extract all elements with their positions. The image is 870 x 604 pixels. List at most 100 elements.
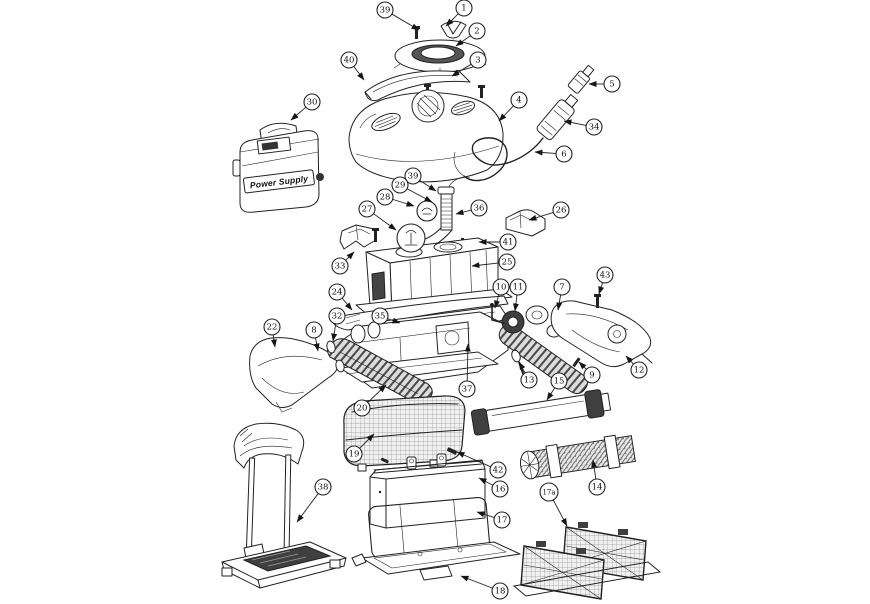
part-caddy bbox=[221, 422, 347, 589]
svg-text:4: 4 bbox=[516, 96, 521, 106]
callout-36: 36 bbox=[455, 199, 488, 217]
callout-28: 28 bbox=[376, 188, 415, 207]
callout-7: 7 bbox=[553, 278, 571, 311]
callout-20: 20 bbox=[353, 384, 387, 417]
part-clip-bracket bbox=[339, 224, 377, 250]
callout-29: 29 bbox=[391, 176, 433, 203]
svg-text:13: 13 bbox=[524, 376, 535, 386]
svg-text:6: 6 bbox=[561, 150, 566, 160]
part-cover-bracket bbox=[505, 209, 546, 237]
svg-text:40: 40 bbox=[344, 56, 355, 66]
screw-pin bbox=[478, 85, 485, 98]
svg-text:10: 10 bbox=[496, 283, 507, 293]
svg-text:39: 39 bbox=[408, 172, 419, 182]
svg-text:43: 43 bbox=[600, 271, 611, 281]
part-bottom-plate bbox=[351, 541, 521, 581]
callout-34: 34 bbox=[563, 118, 603, 136]
svg-text:17: 17 bbox=[497, 516, 508, 526]
svg-text:26: 26 bbox=[556, 206, 567, 216]
part-swivel bbox=[536, 94, 579, 140]
svg-text:12: 12 bbox=[634, 366, 645, 376]
part-top-ring bbox=[393, 39, 487, 73]
svg-text:27: 27 bbox=[362, 205, 373, 215]
callout-13: 13 bbox=[518, 361, 538, 389]
callout-9: 9 bbox=[578, 361, 601, 384]
callout-24: 24 bbox=[328, 283, 353, 311]
callout-39: 39 bbox=[376, 1, 420, 31]
svg-text:41: 41 bbox=[503, 238, 514, 248]
svg-text:3: 3 bbox=[475, 56, 480, 66]
callout-12: 12 bbox=[625, 355, 648, 379]
float-valve-detail bbox=[396, 223, 426, 253]
svg-text:1: 1 bbox=[461, 4, 466, 14]
svg-text:16: 16 bbox=[495, 485, 506, 495]
callout-39: 39 bbox=[404, 167, 437, 192]
part-brush-roller bbox=[519, 434, 636, 480]
part-fine-filter bbox=[512, 522, 662, 600]
callout-17: 17 bbox=[476, 511, 511, 529]
callout-19: 19 bbox=[345, 433, 375, 463]
callout-18: 18 bbox=[460, 575, 509, 600]
svg-text:14: 14 bbox=[592, 483, 603, 493]
svg-text:19: 19 bbox=[349, 450, 360, 460]
hose-clamp-detail bbox=[416, 200, 438, 222]
svg-text:22: 22 bbox=[267, 323, 278, 333]
svg-text:37: 37 bbox=[462, 385, 473, 395]
callout-32: 32 bbox=[328, 307, 346, 342]
svg-text:35: 35 bbox=[375, 312, 386, 322]
part-left-side-plate bbox=[249, 337, 339, 413]
screw-pin bbox=[380, 447, 458, 464]
svg-text:5: 5 bbox=[609, 80, 614, 90]
svg-text:8: 8 bbox=[311, 326, 316, 336]
part-body-cover bbox=[348, 89, 504, 183]
callout-15: 15 bbox=[546, 372, 568, 401]
svg-text:15: 15 bbox=[554, 377, 565, 387]
callout-40: 40 bbox=[340, 51, 365, 81]
callout-22: 22 bbox=[263, 318, 281, 348]
callout-41: 41 bbox=[478, 233, 517, 251]
svg-text:11: 11 bbox=[513, 283, 524, 293]
callout-42: 42 bbox=[456, 451, 507, 479]
svg-text:39: 39 bbox=[380, 6, 391, 16]
callout-1: 1 bbox=[445, 0, 473, 27]
svg-text:32: 32 bbox=[332, 312, 343, 322]
callout-6: 6 bbox=[534, 145, 573, 163]
callout-16: 16 bbox=[478, 477, 509, 498]
svg-text:25: 25 bbox=[502, 258, 513, 268]
callout-17a: 17a bbox=[539, 482, 568, 527]
svg-text:30: 30 bbox=[307, 98, 318, 108]
svg-text:42: 42 bbox=[493, 466, 504, 476]
svg-text:7: 7 bbox=[559, 283, 564, 293]
callout-3: 3 bbox=[451, 51, 487, 77]
svg-text:2: 2 bbox=[474, 27, 479, 37]
svg-text:34: 34 bbox=[589, 123, 600, 133]
part-right-side-plate bbox=[550, 300, 653, 368]
part-cable-loop bbox=[453, 137, 544, 182]
svg-text:28: 28 bbox=[380, 193, 391, 203]
callout-38: 38 bbox=[296, 478, 332, 523]
screw-pin bbox=[413, 26, 420, 39]
svg-text:33: 33 bbox=[335, 262, 346, 272]
svg-text:9: 9 bbox=[589, 371, 594, 381]
callout-10: 10 bbox=[492, 278, 510, 309]
callout-8: 8 bbox=[305, 321, 323, 352]
svg-text:36: 36 bbox=[474, 204, 485, 214]
callout-25: 25 bbox=[471, 253, 516, 271]
part-filter-basket bbox=[343, 395, 466, 472]
callout-35: 35 bbox=[371, 307, 401, 325]
svg-text:20: 20 bbox=[357, 404, 368, 414]
detail-balloon-glyphs bbox=[396, 200, 438, 253]
callout-27: 27 bbox=[358, 200, 397, 231]
callout-14: 14 bbox=[588, 459, 606, 496]
screw-pin bbox=[572, 357, 581, 368]
svg-text:38: 38 bbox=[318, 483, 329, 493]
callout-11: 11 bbox=[509, 278, 527, 312]
svg-text:29: 29 bbox=[395, 181, 406, 191]
callout-37: 37 bbox=[458, 343, 476, 398]
screw-pin bbox=[594, 294, 601, 308]
svg-text:17a: 17a bbox=[542, 489, 555, 497]
screw-pin bbox=[372, 228, 379, 242]
